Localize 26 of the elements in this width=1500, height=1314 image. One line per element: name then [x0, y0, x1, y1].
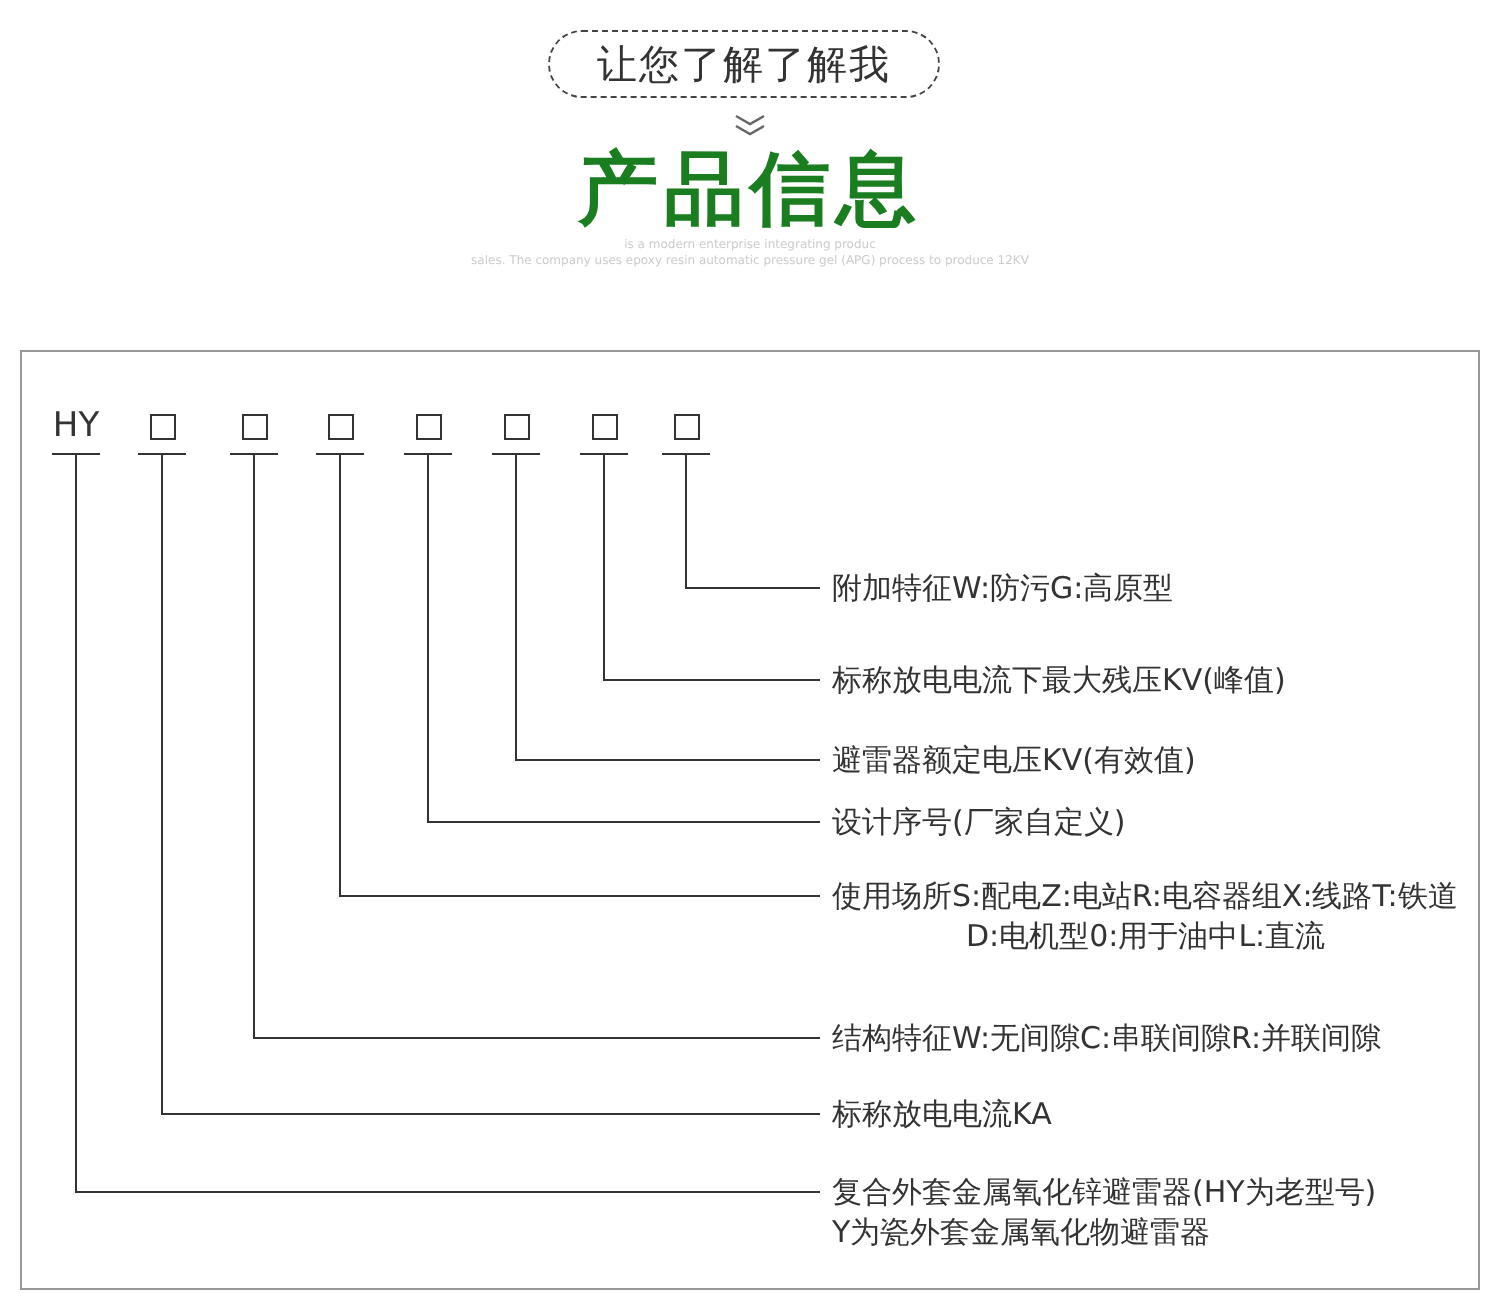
field-description: 标称放电电流KA — [832, 1094, 1472, 1134]
leader-line — [51, 453, 821, 1193]
leader-line — [315, 453, 821, 897]
code-prefix: HY — [46, 406, 106, 446]
field-description: 结构特征W:无间隙C:串联间隙R:并联间隙 — [832, 1018, 1492, 1058]
blank-square — [149, 414, 175, 440]
blank-square — [415, 414, 441, 440]
blank-square — [591, 414, 617, 440]
field-description: 设计序号(厂家自定义) — [832, 802, 1472, 842]
leader-line — [229, 453, 821, 1039]
title: 产品信息 — [575, 144, 924, 236]
leader-line — [137, 453, 821, 1115]
field-description: 使用场所S:配电Z:电站R:电容器组X:线路T:铁道D:电机型0:用于油中L:直流 — [832, 876, 1458, 956]
leader-line — [491, 453, 821, 761]
leader-line — [579, 453, 821, 681]
field-description: 避雷器额定电压KV(有效值) — [832, 740, 1472, 780]
field-description: 复合外套金属氧化锌避雷器(HY为老型号)Y为瓷外套金属氧化物避雷器 — [832, 1172, 1384, 1252]
blank-square — [503, 414, 529, 440]
field-description: 附加特征W:防污G:高原型 — [832, 568, 1472, 608]
leader-line — [403, 453, 821, 823]
leader-line — [661, 453, 821, 589]
heading-pill: 让您了解了解我 — [548, 30, 940, 98]
blank-square — [673, 414, 699, 440]
blank-square — [327, 414, 353, 440]
field-description: 标称放电电流下最大残压KV(峰值) — [832, 660, 1472, 700]
blank-square — [241, 414, 267, 440]
